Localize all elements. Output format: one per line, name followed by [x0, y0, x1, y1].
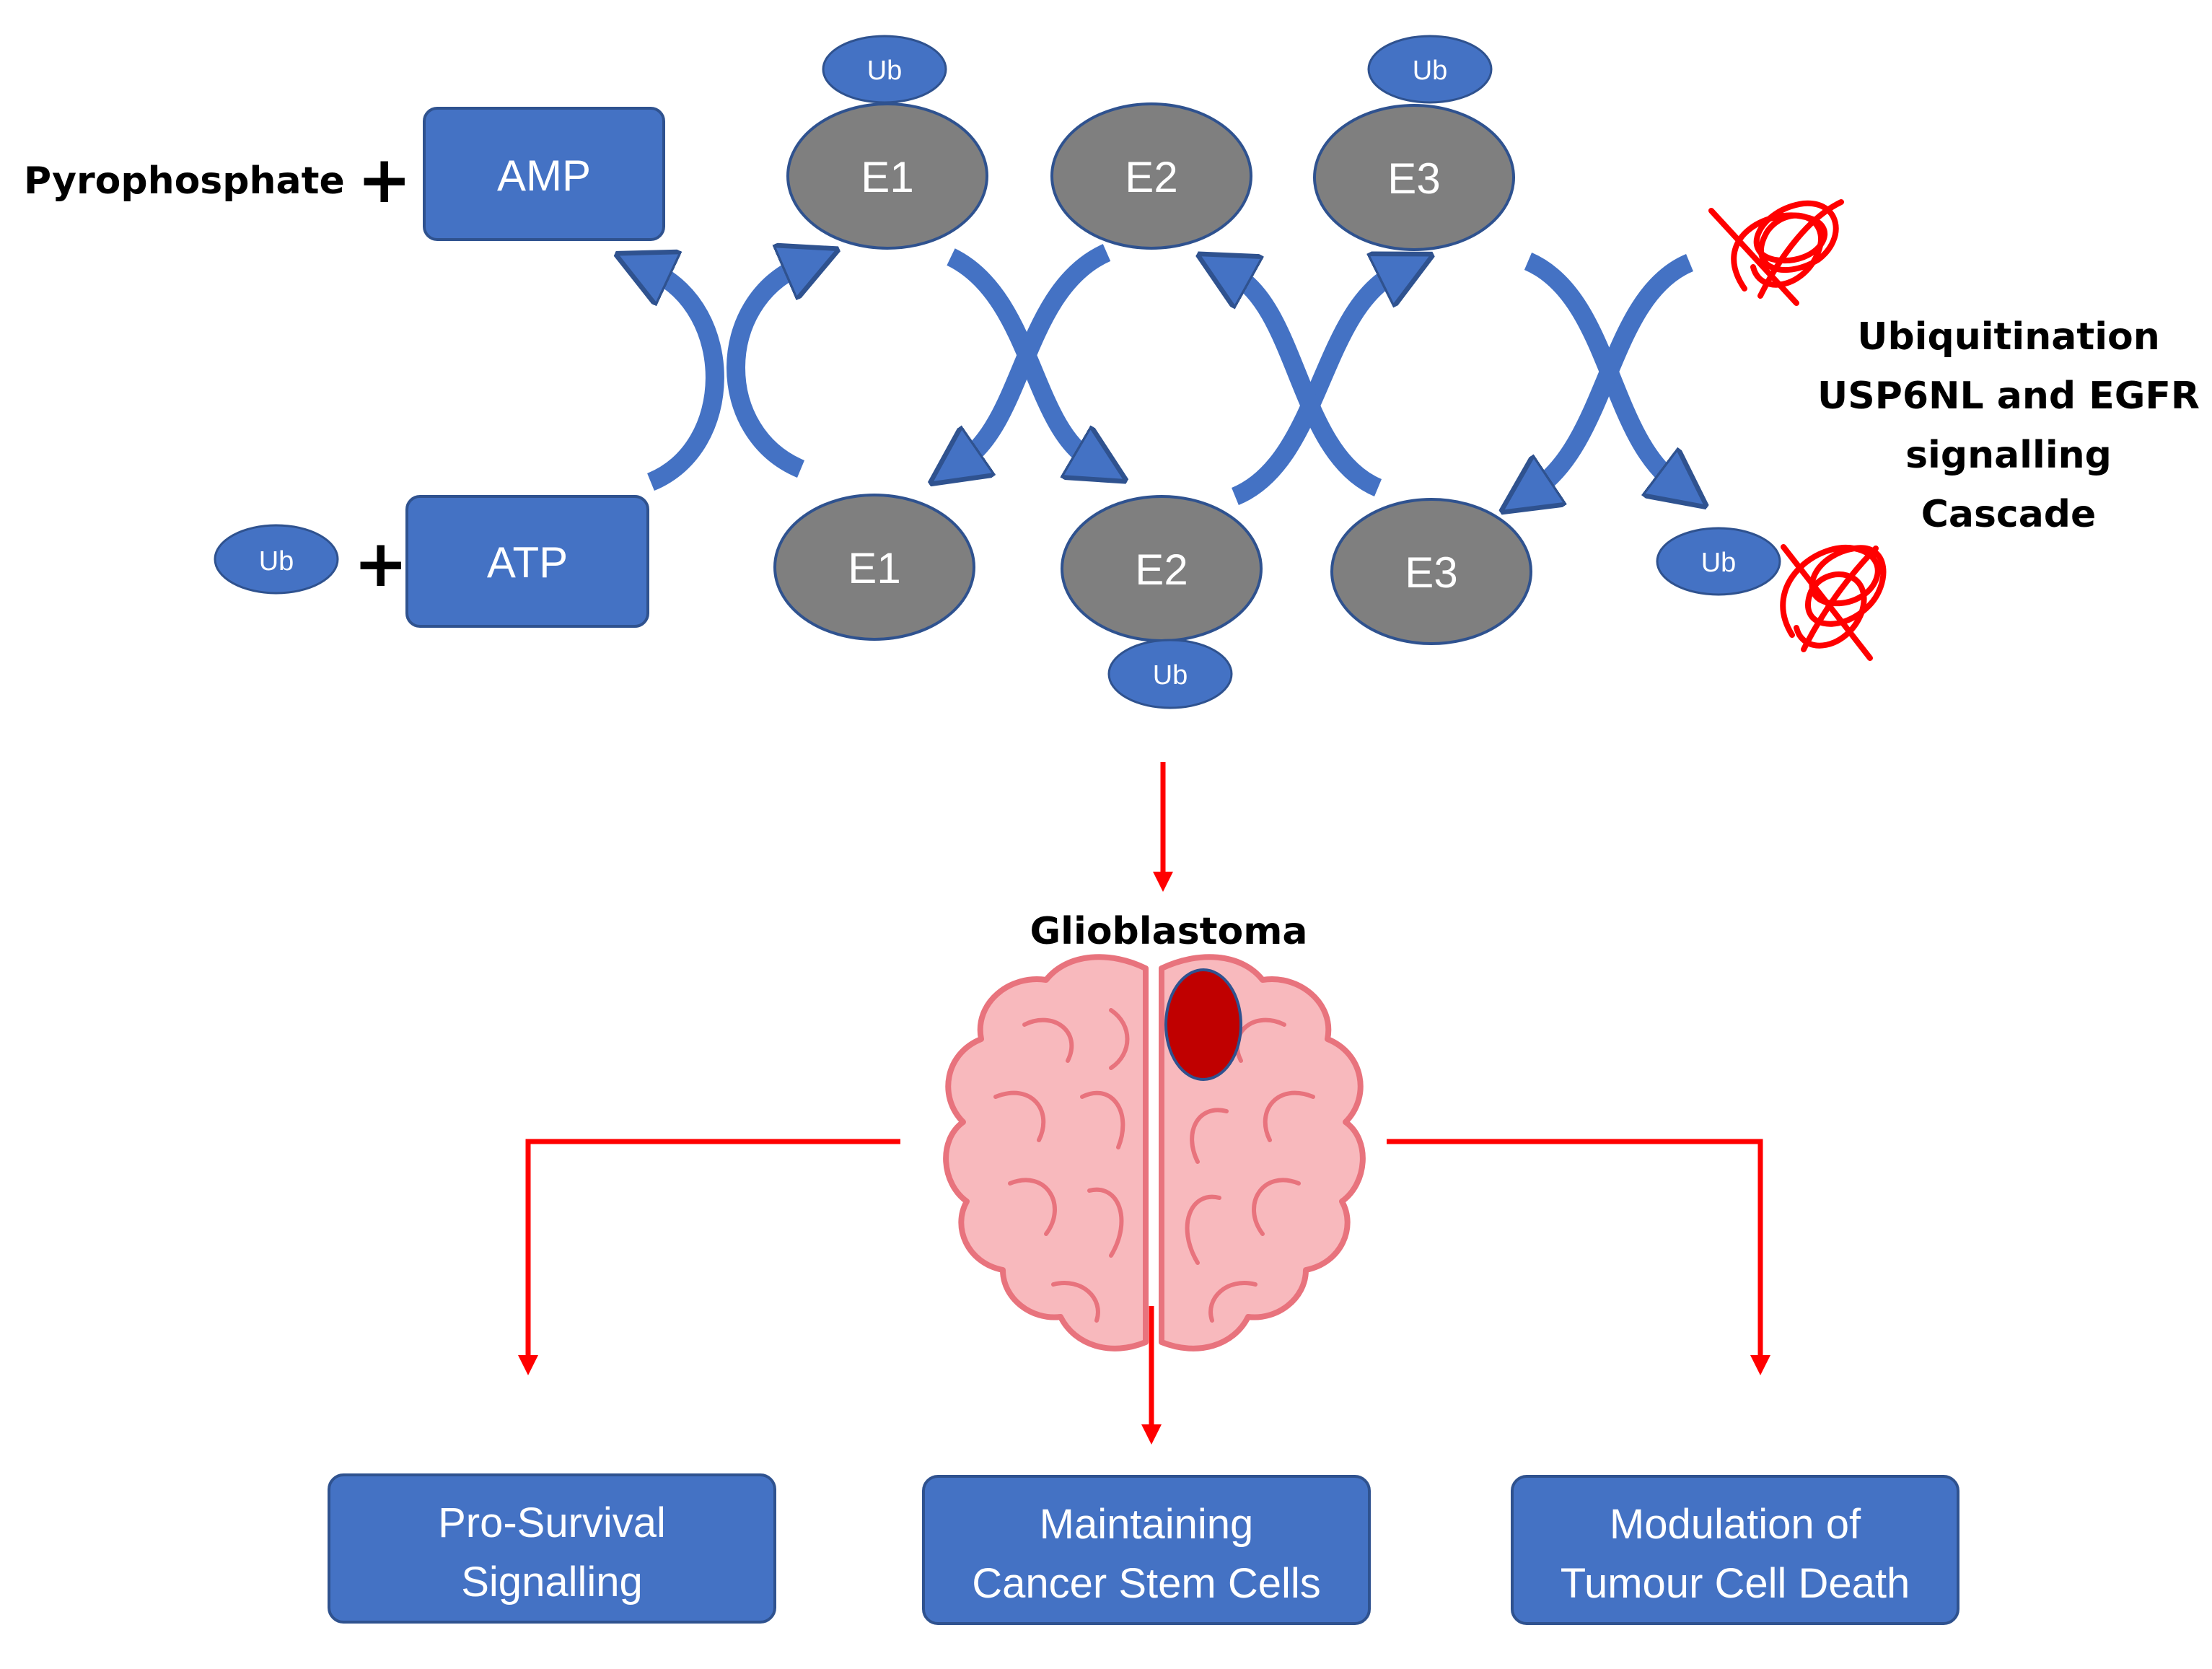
substrate-protein-bottom — [1780, 544, 1887, 661]
e1-bottom-label: E1 — [848, 544, 900, 592]
e2-top-label: E2 — [1125, 153, 1177, 201]
cell-death-line-1: Modulation of — [1610, 1501, 1861, 1548]
atp-box: ATP — [405, 495, 649, 628]
e3-top: E3 — [1313, 104, 1515, 251]
right-label-line-3: signalling — [1905, 434, 2112, 477]
blue-arrow-e2bottom-e3top — [1231, 273, 1396, 506]
e2-top: E2 — [1050, 102, 1252, 250]
blue-arrow-atp-amp — [651, 271, 724, 491]
arrow-to-pro-survival — [518, 1139, 900, 1375]
pro-survival-line-2: Signalling — [461, 1559, 643, 1606]
ub-substrate: Ub — [1656, 527, 1781, 596]
ub-substrate-label: Ub — [1701, 548, 1737, 578]
ub-e2-bottom-label: Ub — [1153, 660, 1188, 691]
right-label-line-2: USP6NL and EGFR — [1817, 374, 2200, 418]
stem-cells-line-1: Maintaining — [1040, 1501, 1254, 1548]
amp-label: AMP — [497, 152, 591, 200]
right-label-line-1: Ubiquitination — [1857, 315, 2160, 359]
brain-left-hemisphere — [943, 954, 1149, 1352]
e3-bottom-label: E3 — [1405, 548, 1457, 597]
e3-top-label: E3 — [1387, 154, 1440, 203]
plus-sign-top: + — [357, 142, 411, 218]
plus-sign-bottom: + — [354, 526, 408, 602]
pyrophosphate-label: Pyrophosphate — [24, 159, 345, 203]
blue-arrow-e3bottom-e2top — [1234, 274, 1382, 496]
e2-bottom: E2 — [1061, 495, 1263, 642]
ub-e3-top: Ub — [1367, 35, 1493, 104]
stem-cells-line-2: Cancer Stem Cells — [972, 1560, 1320, 1607]
cell-death-line-2: Tumour Cell Death — [1561, 1560, 1910, 1607]
brain-icon — [943, 954, 1366, 1352]
blue-arrow-e2top-e1bottom — [964, 244, 1111, 460]
ub-e1-top: Ub — [822, 35, 947, 104]
e1-bottom: E1 — [773, 494, 975, 641]
ub-left: Ub — [214, 524, 339, 595]
ubiquitination-label: Ubiquitination USP6NL and EGFR signallin… — [1817, 315, 2200, 536]
e1-top-label: E1 — [861, 153, 913, 201]
ub-e1-top-label: Ub — [867, 56, 903, 86]
arrow-to-cell-death — [1387, 1139, 1770, 1375]
ub-left-label: Ub — [259, 546, 294, 577]
cell-death-box: Modulation of Tumour Cell Death — [1511, 1475, 1959, 1625]
glioblastoma-label: Glioblastoma — [1030, 910, 1308, 953]
ub-e3-top-label: Ub — [1413, 56, 1448, 86]
blue-arrow-e1-e1 — [727, 266, 801, 478]
tumor-icon — [1164, 968, 1242, 1081]
blue-arrow-substrate-e3bottom — [1535, 253, 1694, 489]
atp-label: ATP — [487, 538, 568, 587]
pro-survival-box: Pro-Survival Signalling — [328, 1473, 776, 1624]
ub-e2-bottom: Ub — [1107, 639, 1233, 709]
right-label-line-4: Cascade — [1921, 493, 2097, 536]
pro-survival-line-1: Pro-Survival — [438, 1499, 666, 1546]
e1-top: E1 — [786, 102, 988, 250]
stem-cells-box: Maintaining Cancer Stem Cells — [922, 1475, 1371, 1625]
substrate-protein-top — [1708, 199, 1844, 306]
e3-bottom: E3 — [1330, 498, 1532, 645]
amp-box: AMP — [423, 107, 665, 241]
e2-bottom-label: E2 — [1135, 546, 1188, 594]
blue-exchange-arrows — [651, 253, 1690, 496]
